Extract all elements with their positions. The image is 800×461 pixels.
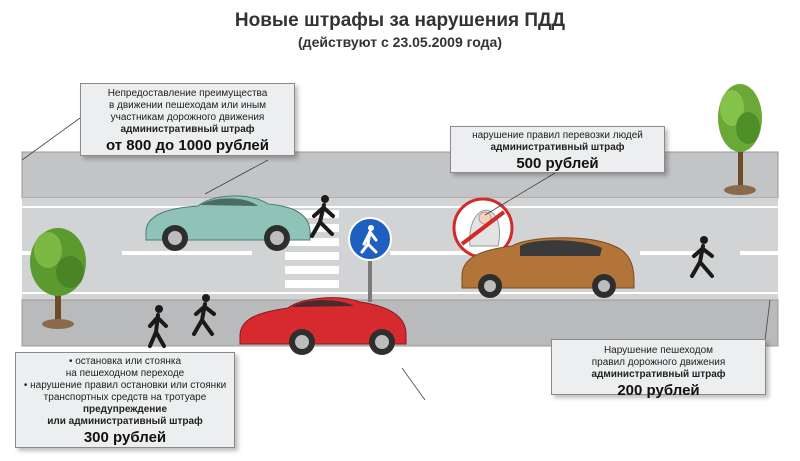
fine-box-pedestrian-violation: Нарушение пешеходом правил дорожного дви… — [551, 339, 766, 399]
fine-amount: 200 рублей — [617, 382, 700, 399]
fine-description-line: • нарушение правил остановки или стоянки — [23, 380, 227, 391]
fine-description-line: • остановка или стоянка — [68, 356, 182, 367]
pedestrian-icon — [690, 236, 714, 278]
fine-box-transport-people: нарушение правил перевозки людей админис… — [450, 126, 665, 173]
fine-type: административный штраф — [490, 142, 625, 153]
fine-description-line: Непредоставление преимущества — [107, 88, 268, 99]
page-title: Новые штрафы за нарушения ПДД — [234, 10, 566, 31]
fine-description-line: правил дорожного движения — [591, 357, 726, 368]
fine-box-stopping: • остановка или стоянка на пешеходном пе… — [15, 352, 235, 448]
pedestrian-icon — [148, 305, 168, 348]
fine-amount: 500 рублей — [516, 155, 599, 172]
car-icon — [145, 195, 311, 251]
fine-type: административный штраф — [591, 369, 726, 380]
road — [22, 198, 778, 300]
fine-type: административный штраф — [120, 124, 255, 135]
fine-description-line: в движении пешеходам или иным — [108, 100, 267, 111]
center-line — [22, 251, 778, 255]
pedestrian-sign-icon — [348, 217, 392, 302]
fine-amount: от 800 до 1000 рублей — [106, 137, 269, 154]
fine-description-line: транспортных средств на тротуаре — [43, 392, 207, 403]
callout-lines — [21, 117, 771, 401]
car-icon — [461, 237, 635, 298]
pedestrian-icon — [192, 294, 216, 336]
page-subtitle: (действуют с 23.05.2009 года) — [298, 34, 502, 50]
tree-icon — [718, 84, 762, 195]
fine-description-line: на пешеходном переходе — [65, 368, 185, 379]
pedestrian-icon — [310, 195, 335, 238]
tree-icon — [30, 228, 86, 329]
fine-type: предупреждение — [82, 404, 168, 415]
pedestrian-crossing — [285, 210, 339, 288]
fine-description-line: Нарушение пешеходом — [603, 345, 714, 356]
fine-amount: 300 рублей — [83, 429, 167, 446]
car-icon — [239, 297, 407, 355]
fine-box-pedestrian-priority: Непредоставление преимущества в движении… — [80, 83, 295, 156]
fine-description-line: нарушение правил перевозки людей — [472, 130, 643, 141]
fine-type: или административный штраф — [47, 416, 203, 427]
fine-description-line: участникам дорожного движения — [110, 112, 265, 123]
